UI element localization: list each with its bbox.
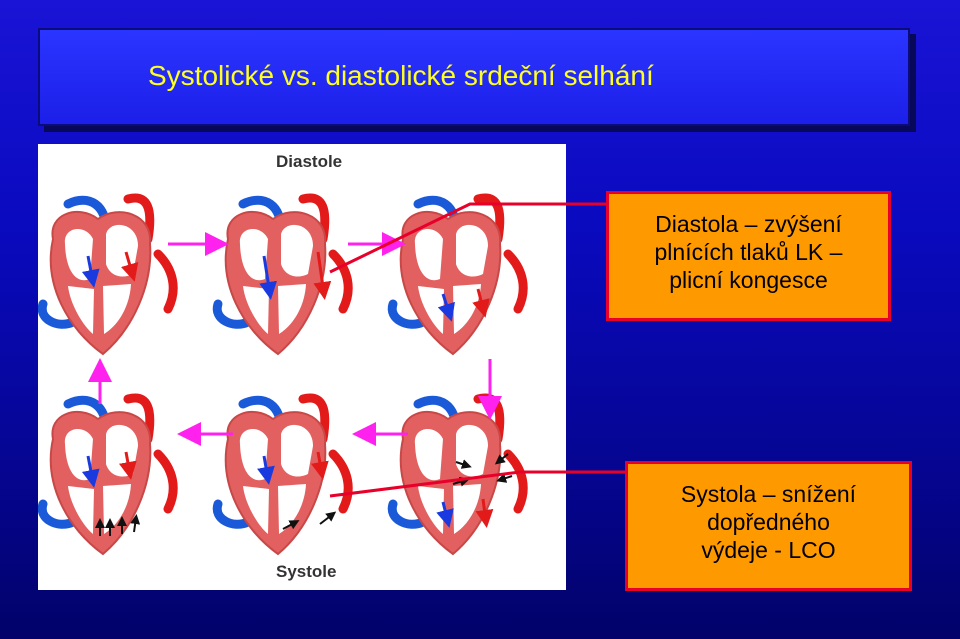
systole-label: Systole [276,562,337,581]
callout-line: Diastola – zvýšení [655,211,842,237]
slide-title: Systolické vs. diastolické srdeční selhá… [148,60,654,91]
diastole-callout: Diastola – zvýšení plnících tlaků LK – p… [606,191,891,321]
callout-line: Systola – snížení [680,481,857,507]
hearts-illustration [38,144,566,590]
callout-line: plicní kongesce [669,267,828,293]
systole-callout: Systola – snížení dopředného výdeje - LC… [625,461,912,591]
callout-line: dopředného [707,509,830,535]
cardiac-cycle-diagram: Diastole Systole [38,144,566,590]
title-panel [38,28,910,126]
callout-line: plnících tlaků LK – [654,239,843,265]
diastole-label: Diastole [276,152,343,171]
callout-line: výdeje - LCO [701,537,836,563]
